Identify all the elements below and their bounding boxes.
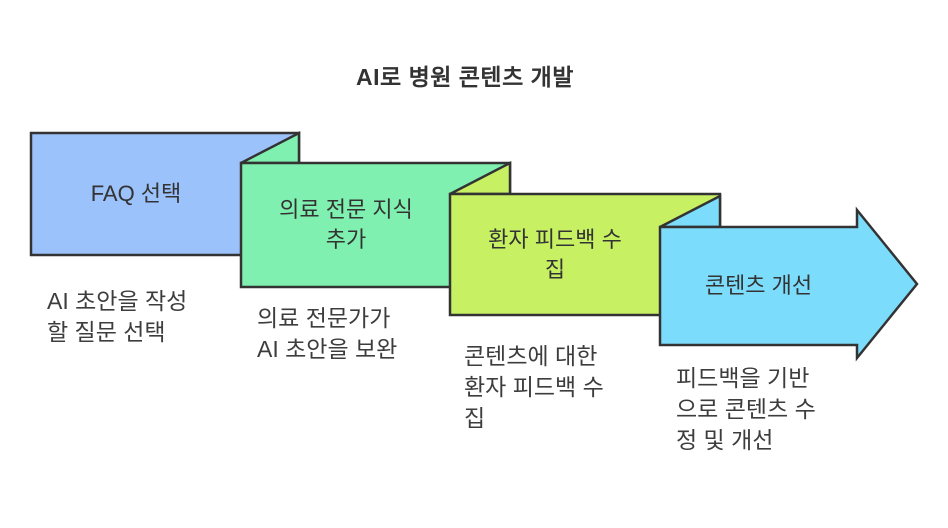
- step-3-caption-line: 콘텐츠에 대한: [464, 343, 598, 369]
- step-3-label-line: 환자 피드백 수: [488, 226, 622, 252]
- step-2-label-line: 추가: [325, 227, 367, 252]
- step-2-caption-line: AI 초안을 보완: [257, 336, 398, 362]
- step-1-label: FAQ 선택: [33, 135, 239, 253]
- step-3-caption-line: 집: [464, 405, 486, 431]
- step-4-caption: 피드백을 기반 으로 콘텐츠 수 정 및 개선: [676, 363, 816, 456]
- step-2-caption: 의료 전문가가 AI 초안을 보완: [257, 303, 397, 365]
- step-1-caption-line: AI 초안을 작성: [47, 288, 188, 314]
- step-3-label: 환자 피드백 수 집: [452, 196, 658, 313]
- step-3-caption: 콘텐츠에 대한 환자 피드백 수 집: [464, 341, 604, 434]
- step-4-caption-line: 피드백을 기반: [676, 365, 810, 391]
- step-4-label: 콘텐츠 개선: [662, 229, 855, 343]
- step-4-caption-line: 으로 콘텐츠 수: [676, 396, 816, 422]
- step-2-label-line: 의료 전문 지식: [279, 197, 413, 223]
- step-3-label-line: 집: [544, 256, 566, 282]
- step-1-caption: AI 초안을 작성 할 질문 선택: [47, 286, 187, 348]
- step-1-caption-line: 할 질문 선택: [47, 319, 166, 345]
- diagram-title: AI로 병원 콘텐츠 개발: [356, 64, 574, 90]
- step-4-arrow-shape: [658, 206, 919, 362]
- step-2-label: 의료 전문 지식 추가: [243, 165, 449, 285]
- step-1-label-line: FAQ 선택: [90, 181, 182, 207]
- step-2-caption-line: 의료 전문가가: [257, 305, 391, 331]
- step-3-caption-line: 환자 피드백 수: [464, 374, 604, 400]
- step-4-label-line: 콘텐츠 개선: [704, 273, 813, 299]
- step-4-caption-line: 정 및 개선: [676, 427, 774, 453]
